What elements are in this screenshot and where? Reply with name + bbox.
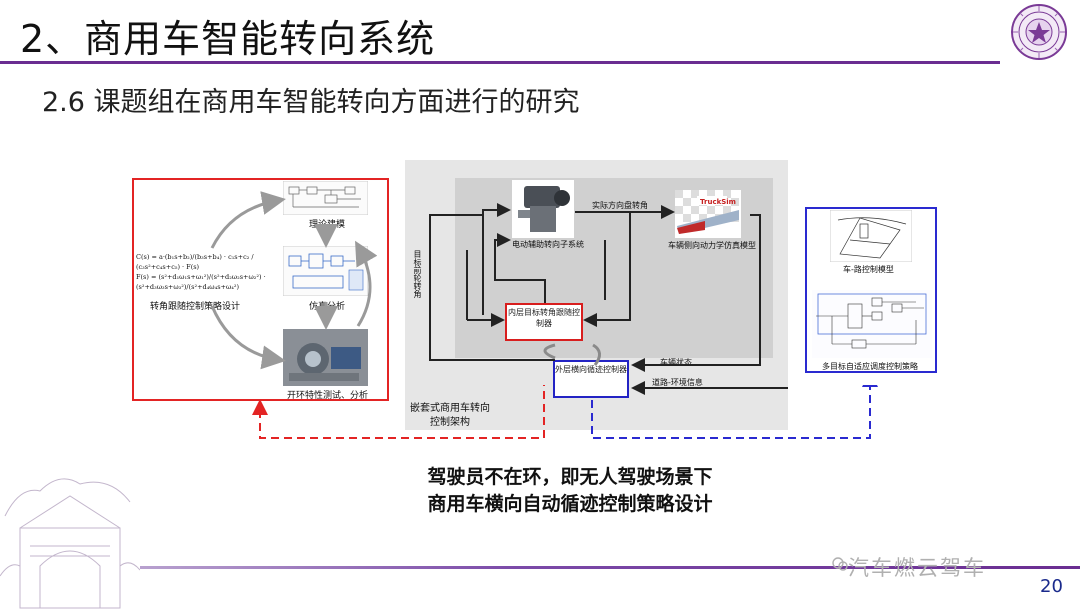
- target-angle-label: 目标前轮转角: [413, 250, 422, 298]
- scheduling-controller-diagram-icon: [812, 290, 932, 358]
- road-env-label: 道路-环境信息: [652, 378, 703, 387]
- watermark: 汽车燃云驾车: [848, 556, 986, 580]
- outer-controller-box: 外层横向循迹控制器: [553, 360, 629, 398]
- scenario-line-1: 驾驶员不在环，即无人驾驶场景下: [427, 466, 713, 488]
- university-seal-icon: [1011, 4, 1067, 60]
- trucksim-brand: TruckSim: [700, 198, 736, 206]
- ehps-label: 电动辅助转向子系统: [512, 240, 584, 249]
- test-bench-photo-icon: [283, 329, 368, 386]
- strategy-label: 多目标自适应调度控制策略: [822, 362, 918, 371]
- simulation-diagram-icon: [283, 246, 368, 296]
- theory-model-diagram-icon: [283, 181, 368, 215]
- equation-2: F(s) = (s²+d₁ω₁s+ω₁²)/(s²+d₂ω₂s+ω₂²) · (…: [136, 273, 266, 291]
- page-subtitle: 2.6 课题组在商用车智能转向方面进行的研究: [42, 87, 580, 118]
- equation-label: 转角跟随控制策略设计: [150, 302, 241, 312]
- test-label: 开环特性测试、分析: [287, 391, 369, 401]
- trucksim-image-icon: [675, 190, 741, 238]
- left-cycle-arrows: [210, 191, 378, 370]
- steering-gear-photo-icon: [512, 180, 574, 238]
- vehicle-road-model-diagram-icon: [830, 210, 912, 262]
- scenario-statement: 驾驶员不在环，即无人驾驶场景下 商用车横向自动循迹控制策略设计: [380, 464, 760, 518]
- scenario-line-2: 商用车横向自动循迹控制策略设计: [427, 493, 713, 515]
- dashed-connectors: [252, 385, 878, 439]
- architecture-label: 嵌套式商用车转向控制架构: [410, 403, 490, 428]
- inner-controller-box: 内层目标转角跟随控制器: [505, 303, 583, 341]
- wechat-icon: [832, 557, 848, 571]
- page-title: 2、商用车智能转向系统: [20, 17, 436, 61]
- vehicle-state-label: 车辆状态: [660, 358, 692, 367]
- road-model-label: 车-路控制模型: [843, 265, 894, 274]
- title-divider: [0, 61, 1000, 64]
- actual-angle-label: 实际方向盘转角: [592, 201, 648, 210]
- vehicle-model-label: 车辆侧向动力学仿真模型: [668, 241, 756, 250]
- equation-1: C(s) = a·(b₁s+b₂)/(b₃s+b₄) · c₁s+c₂ / (c…: [136, 253, 254, 271]
- footer-divider: [140, 566, 1080, 569]
- page-number: 20: [1040, 576, 1063, 597]
- campus-gate-sketch-icon: [0, 478, 140, 609]
- signal-flow-lines: [429, 203, 788, 395]
